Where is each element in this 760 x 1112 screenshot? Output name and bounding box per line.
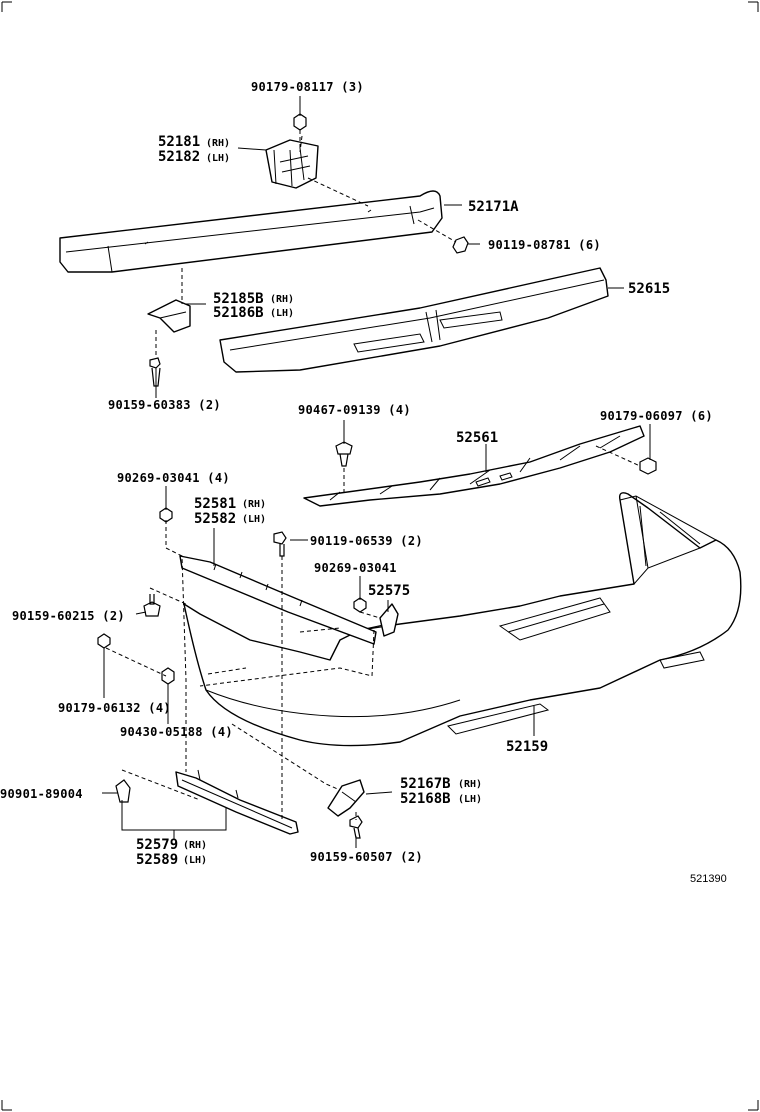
label-90901-89004: 90901-89004: [0, 787, 83, 801]
label-52589-side: (LH): [183, 855, 207, 866]
installation-lines: [105, 130, 641, 822]
nut-icon: [159, 507, 173, 523]
side-retainer-part: [179, 555, 377, 645]
label-90179-08117: 90179-08117 (3): [251, 80, 364, 94]
label-52579: 52579: [136, 837, 178, 853]
mid-bracket-part: [379, 603, 399, 637]
lower-retainer-part: [175, 769, 299, 835]
label-90159-60215: 90159-60215 (2): [12, 609, 125, 623]
clip-icon: [115, 779, 131, 803]
label-52589: 52589: [136, 852, 178, 868]
label-52582-side: (LH): [242, 514, 266, 525]
label-90269-03041-4: 90269-03041 (4): [117, 471, 230, 485]
label-52182-side: (LH): [206, 153, 230, 164]
fasteners: [97, 113, 657, 839]
label-52159: 52159: [506, 739, 548, 755]
label-52581: 52581: [194, 496, 236, 512]
label-90119-08781: 90119-08781 (6): [488, 238, 601, 252]
label-52181-side: (RH): [206, 138, 230, 149]
label-52561: 52561: [456, 430, 498, 446]
nut-icon: [293, 113, 307, 131]
label-52185B-side: (RH): [270, 294, 294, 305]
screw-icon: [143, 594, 161, 617]
retainer-bracket-part: [265, 139, 319, 189]
label-90269-03041: 90269-03041: [314, 561, 397, 575]
label-52581-side: (RH): [242, 499, 266, 510]
label-90179-06097: 90179-06097 (6): [600, 409, 713, 423]
label-52168B-side: (LH): [458, 794, 482, 805]
bolt-icon: [273, 531, 287, 557]
label-52575: 52575: [368, 583, 410, 599]
energy-absorber-part: [219, 267, 609, 373]
nut-icon: [97, 633, 111, 649]
label-52186B-side: (LH): [270, 308, 294, 319]
screw-icon: [149, 357, 161, 387]
label-52185B: 52185B: [213, 291, 264, 307]
label-90467-09139: 90467-09139 (4): [298, 403, 411, 417]
diagram-reference-number: 521390: [690, 873, 727, 885]
label-52181: 52181: [158, 134, 200, 150]
upper-side-bracket-part: [147, 299, 191, 333]
screw-icon: [349, 815, 363, 839]
label-52615: 52615: [628, 281, 670, 297]
leader-lines: [102, 96, 651, 848]
upper-retainer-part: [303, 425, 645, 507]
nut-icon: [161, 667, 175, 685]
label-52579-side: (RH): [183, 840, 207, 851]
nut-icon: [639, 457, 657, 475]
label-52186B: 52186B: [213, 305, 264, 321]
label-52171A: 52171A: [468, 199, 519, 215]
label-90119-06539: 90119-06539 (2): [310, 534, 423, 548]
nut-icon: [353, 597, 367, 613]
label-52582: 52582: [194, 511, 236, 527]
label-52168B: 52168B: [400, 791, 451, 807]
label-90159-60507: 90159-60507 (2): [310, 850, 423, 864]
callout-labels: 90179-08117 (3) 52181 (RH) 52182 (LH) 52…: [0, 80, 727, 885]
bolt-icon: [452, 236, 469, 254]
label-52182: 52182: [158, 149, 200, 165]
label-52167B-side: (RH): [458, 779, 482, 790]
label-90159-60383: 90159-60383 (2): [108, 398, 221, 412]
label-90430-05188: 90430-05188 (4): [120, 725, 233, 739]
label-52167B: 52167B: [400, 776, 451, 792]
clip-icon: [335, 441, 353, 467]
bumper-cover-part: [183, 492, 742, 747]
bumper-reinforcement-part: [59, 190, 443, 273]
label-90179-06132: 90179-06132 (4): [58, 701, 171, 715]
lower-side-bracket-part: [327, 779, 365, 817]
